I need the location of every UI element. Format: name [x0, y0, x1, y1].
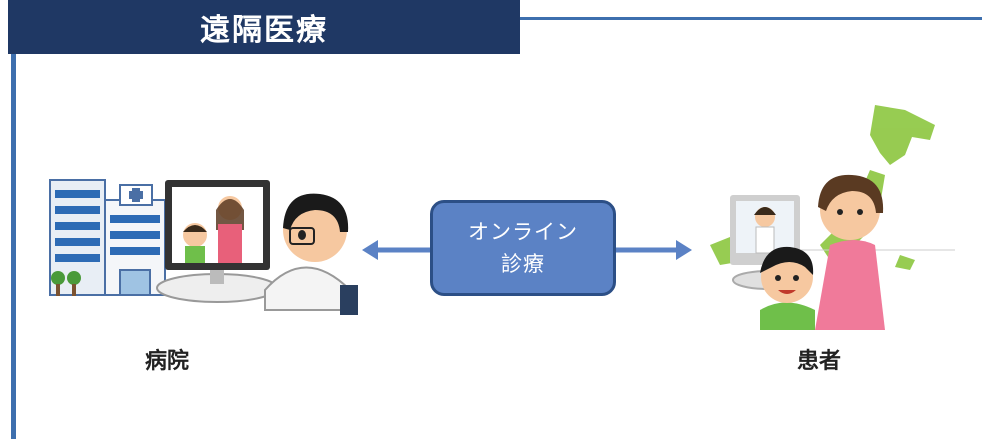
- left-rule: [11, 54, 16, 439]
- hospital-label: 病院: [145, 349, 190, 374]
- patient-scene: [710, 105, 955, 330]
- title-banner: 遠隔医療: [8, 0, 520, 54]
- hospital-scene: [49, 179, 358, 315]
- patient-icon: [760, 174, 885, 330]
- patient-label: 患者: [797, 349, 842, 374]
- center-line-2: 診療: [501, 252, 545, 276]
- header-rule: [520, 17, 982, 20]
- online-consultation-box: オンライン 診療: [430, 200, 616, 296]
- center-line-1: オンライン: [468, 220, 578, 244]
- doctor-icon: [264, 193, 358, 315]
- connection-arrows: [362, 240, 692, 260]
- hospital-icon: [49, 179, 166, 296]
- right-arrow: [616, 240, 692, 260]
- left-arrow: [362, 240, 432, 260]
- monitor-icon: [156, 180, 278, 303]
- page-title: 遠隔医療: [200, 13, 328, 48]
